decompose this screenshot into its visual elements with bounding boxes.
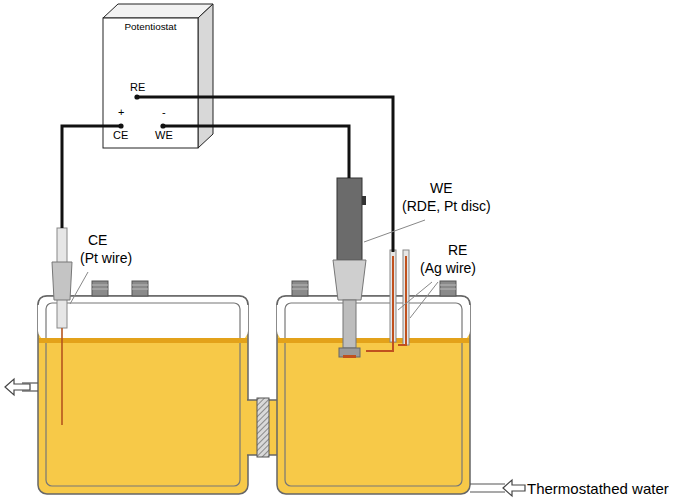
liquid-surface bbox=[278, 338, 469, 343]
flow-arrow bbox=[503, 480, 525, 496]
stopper-thread bbox=[132, 285, 148, 286]
rotator-button bbox=[362, 196, 366, 205]
stopper-thread bbox=[440, 289, 456, 290]
leader-line bbox=[410, 282, 438, 318]
electrode-label: CE bbox=[88, 232, 107, 248]
counter-electrode bbox=[52, 228, 72, 425]
terminal-dot bbox=[160, 123, 165, 128]
left-vessel bbox=[38, 281, 248, 494]
stopper bbox=[292, 281, 308, 296]
ground-joint bbox=[333, 260, 366, 300]
reference-electrode bbox=[366, 250, 409, 351]
electrode-note: (RDE, Pt disc) bbox=[402, 198, 491, 214]
electrode-label: WE bbox=[430, 180, 453, 196]
stopper-thread bbox=[292, 289, 308, 290]
ce-cable bbox=[62, 126, 121, 228]
stopper bbox=[440, 281, 456, 296]
stopper bbox=[132, 281, 148, 296]
stopper bbox=[92, 281, 108, 296]
liquid-surface bbox=[39, 338, 247, 343]
water-outlet bbox=[5, 379, 38, 395]
water-jacket bbox=[277, 296, 470, 494]
stopper-thread bbox=[92, 285, 108, 286]
glass-frit bbox=[257, 398, 269, 457]
leader-lines bbox=[70, 220, 438, 318]
disc-holder bbox=[339, 348, 360, 357]
device-name: Potentiostat bbox=[103, 22, 198, 32]
rotating-disc-electrode bbox=[333, 178, 366, 358]
water-jacket bbox=[38, 296, 248, 494]
right-vessel bbox=[277, 281, 470, 494]
hose-line bbox=[470, 483, 505, 484]
polarity-sign: + bbox=[118, 107, 124, 118]
terminal-dot bbox=[118, 123, 123, 128]
salt-bridge bbox=[246, 398, 279, 457]
vessel-lid bbox=[277, 296, 470, 305]
ag-wire bbox=[398, 256, 406, 345]
we-cable bbox=[163, 126, 349, 178]
stopper-thread bbox=[132, 289, 148, 290]
stopper-thread bbox=[292, 285, 308, 286]
hose-line bbox=[470, 491, 505, 492]
ground-joint bbox=[52, 262, 72, 300]
electrode-shaft bbox=[343, 300, 356, 348]
leader-line bbox=[70, 272, 88, 304]
pt-wire bbox=[61, 328, 63, 425]
potentiostat-box: PotentiostatRE + - CE WE bbox=[103, 18, 198, 148]
electrode-label: RE bbox=[448, 242, 467, 258]
terminal-label: RE bbox=[130, 82, 145, 93]
terminal-dot bbox=[134, 94, 139, 99]
leader-line bbox=[364, 220, 425, 242]
flow-label: Thermostathed water bbox=[527, 480, 669, 497]
flow-arrow bbox=[5, 379, 30, 395]
housing-top bbox=[103, 4, 213, 18]
water-inlet bbox=[470, 480, 525, 496]
re-cable bbox=[137, 97, 393, 252]
cables bbox=[62, 97, 393, 252]
housing-front bbox=[103, 18, 198, 148]
luggin-capillary bbox=[366, 256, 393, 351]
pt-disc bbox=[343, 355, 356, 358]
polarity-sign: - bbox=[162, 107, 166, 118]
terminal-label: CE bbox=[113, 130, 128, 141]
stopper-thread bbox=[440, 285, 456, 286]
rotator-body bbox=[337, 178, 362, 260]
stopper-thread bbox=[92, 289, 108, 290]
electrode-note: (Pt wire) bbox=[80, 250, 132, 266]
inner-wall bbox=[285, 303, 462, 486]
terminal-label: WE bbox=[155, 130, 173, 141]
inner-wall bbox=[46, 303, 240, 486]
electrode-note: (Ag wire) bbox=[420, 260, 476, 276]
